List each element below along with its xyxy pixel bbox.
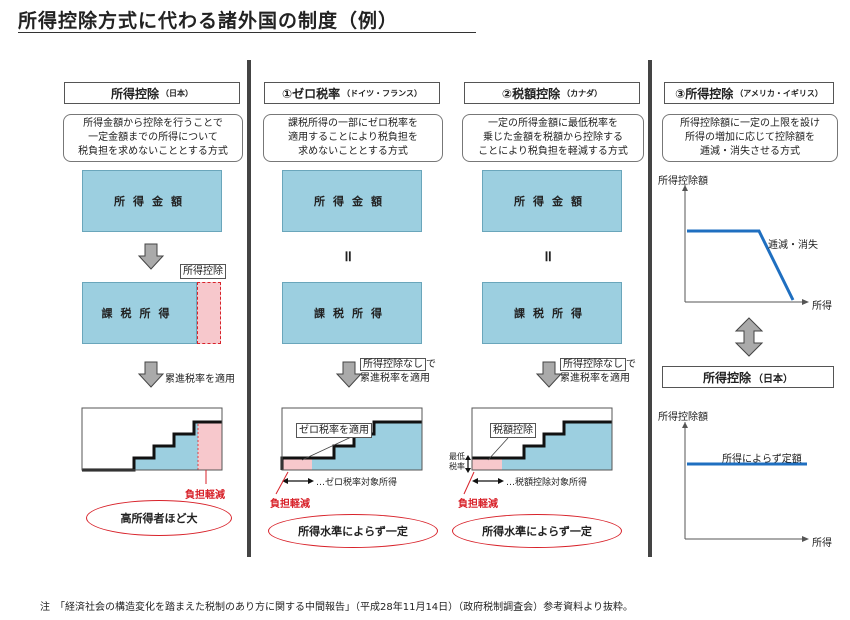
burden-reduction-label: 負担軽減 [270,499,310,510]
callout-tail: で [626,359,636,370]
x-axis-label: 所得 [812,538,832,549]
tax-credit-staircase [471,407,613,471]
flat-deduction-chart [682,422,809,542]
header-label: ①ゼロ税率 [281,86,341,101]
pointer-line [205,470,207,484]
desc-line: 適用することにより税負担を [288,132,418,143]
title-underline [18,32,476,33]
no-deduction-note: 所得控除なしで 累進税率を適用 [360,358,436,386]
down-arrow-icon [137,361,165,388]
callout-tail: で [426,359,436,370]
header-label: 所得控除 [110,86,159,101]
desc-line: 所得の増加に応じて控除額を [685,132,815,143]
method-description: 一定の所得金額に最低税率を 乗じた金額を税額から控除する ことにより税負担を軽減… [462,114,644,162]
header-label: ②税額控除 [501,86,561,101]
header-country: （ドイツ・フランス） [342,88,422,98]
apply-progressive-label: 累進税率を適用 [560,373,630,384]
income-amount-box: 所得金額 [482,170,622,232]
desc-line: 一定の所得金額に最低税率を [488,118,618,129]
x-axis-label: 所得 [812,301,832,312]
page-title: 所得控除方式に代わる諸外国の制度（例） [18,10,399,32]
minimum-rate-label: 最低 税率 [449,452,465,472]
summary-oval: 所得水準によらず一定 [268,514,438,548]
burden-reduction-label: 負担軽減 [185,490,225,501]
down-arrow-icon [335,361,363,388]
desc-line: 課税所得の一部にゼロ税率を [288,118,418,129]
pointer-line [463,471,475,495]
summary-oval: 高所得者ほど大 [86,500,232,536]
header-zero-rate: ①ゼロ税率（ドイツ・フランス） [264,82,440,104]
pointer-line [275,471,289,495]
header-income-deduction-japan: 所得控除（日本） [662,366,834,388]
header-country: （日本） [161,88,193,98]
no-deduction-callout: 所得控除なし [560,358,626,371]
zero-rate-range-label: …ゼロ税率対象所得 [316,478,398,488]
taxable-income-box: 課税所得 [482,282,622,344]
summary-oval: 所得水準によらず一定 [452,514,622,548]
down-arrow-icon [535,361,563,388]
zero-rate-callout: ゼロ税率を適用 [296,423,372,438]
desc-line: 逓減・消失させる方式 [700,146,800,157]
desc-line: 所得金額から控除を行うことで [83,118,223,129]
income-amount-box: 所得金額 [82,170,222,232]
desc-line: ことにより税負担を軽減する方式 [478,146,628,157]
phaseout-chart [682,185,809,305]
min-rate-line: 最低 [449,452,465,461]
range-arrow-icon [282,478,314,484]
header-income-deduction-japan: 所得控除（日本） [64,82,240,104]
deduction-segment [197,282,221,344]
tax-credit-callout: 税額控除 [490,423,536,438]
double-arrow-icon [734,317,764,357]
method-description: 所得控除額に一定の上限を設け 所得の増加に応じて控除額を 逓減・消失させる方式 [662,114,838,162]
zero-rate-staircase [280,407,423,471]
down-arrow-icon [137,243,165,270]
desc-line: 一定金額までの所得について [88,132,218,143]
no-deduction-note: 所得控除なしで 累進税率を適用 [560,358,636,386]
desc-line: 所得控除額に一定の上限を設け [680,118,820,129]
desc-line: 乗じた金額を税額から控除する [483,132,623,143]
header-income-deduction-us-uk: ③所得控除（アメリカ・イギリス） [664,82,834,104]
vertical-range-arrow-icon [465,455,471,473]
y-axis-label: 所得控除額 [658,412,708,423]
taxable-income-box: 課税所得 [282,282,422,344]
equals-sign: ॥ [343,247,352,265]
no-deduction-callout: 所得控除なし [360,358,426,371]
deduction-callout: 所得控除 [180,264,226,279]
progressive-tax-staircase [81,407,223,472]
apply-progressive-label: 累進税率を適用 [360,373,430,384]
source-note: 注 「経済社会の構造変化を踏まえた税制のあり方に関する中間報告」（平成28年11… [40,602,633,613]
burden-reduction-label: 負担軽減 [458,499,498,510]
desc-line: 税負担を求めないこととする方式 [78,146,228,157]
header-country: （日本） [753,373,793,385]
tax-credit-range-label: …税額控除対象所得 [506,478,588,488]
header-country: （アメリカ・イギリス） [735,88,823,98]
range-arrow-icon [472,478,504,484]
y-axis-label: 所得控除額 [658,176,708,187]
header-label: 所得控除 [702,370,751,385]
income-amount-box: 所得金額 [282,170,422,232]
method-description: 課税所得の一部にゼロ税率を 適用することにより税負担を 求めないこととする方式 [263,114,443,162]
desc-line: 求めないこととする方式 [298,146,408,157]
header-country: （カナダ） [562,88,603,98]
method-description: 所得金額から控除を行うことで 一定金額までの所得について 税負担を求めないことと… [63,114,243,162]
column-separator [648,60,652,557]
flat-amount-label: 所得によらず定額 [722,454,802,465]
phaseout-label: 逓減・消失 [768,240,818,251]
header-label: ③所得控除 [675,86,734,101]
column-separator [247,60,251,557]
equals-sign: ॥ [543,247,552,265]
min-rate-line: 税率 [449,462,465,471]
apply-progressive-label: 累進税率を適用 [165,374,235,385]
taxable-income-box: 課税所得 [82,282,197,344]
header-tax-credit: ②税額控除（カナダ） [464,82,640,104]
